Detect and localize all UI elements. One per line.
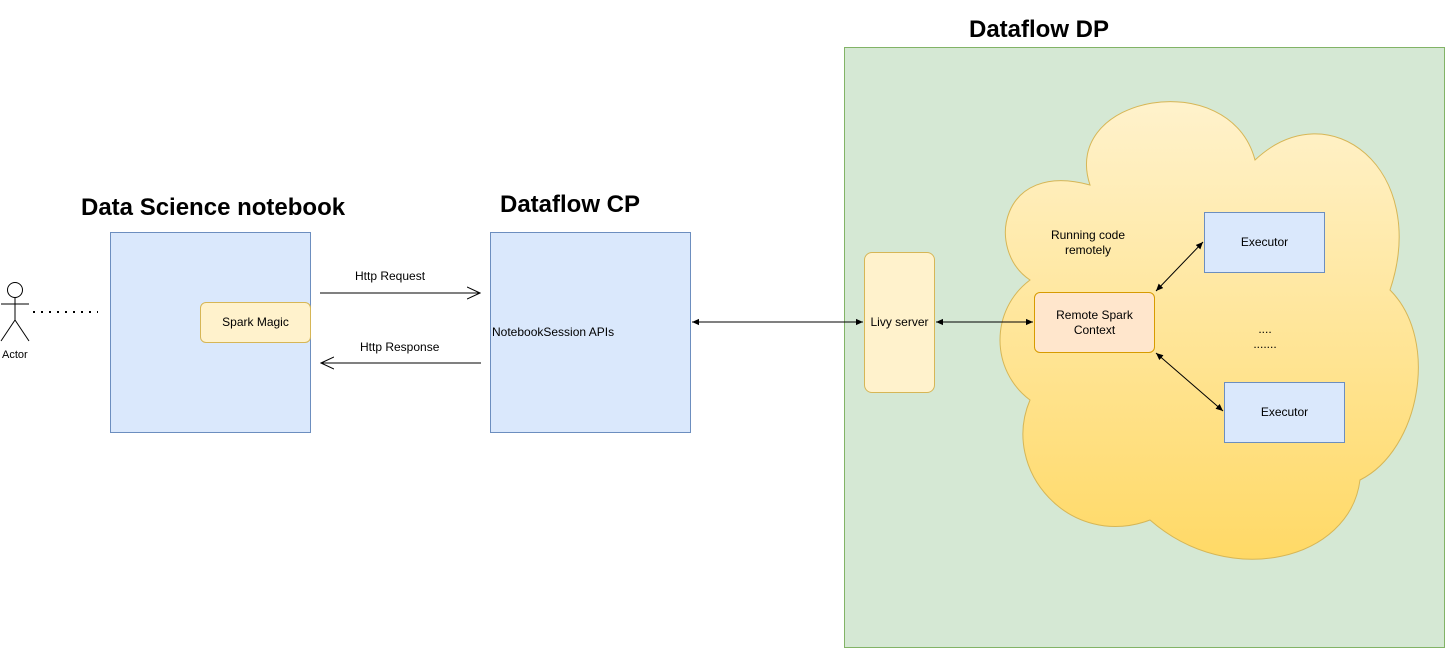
livy-server-label: Livy server <box>870 315 929 329</box>
dataflow-cp-box <box>490 232 691 433</box>
context-executor-top-arrow <box>1155 241 1204 292</box>
spark-magic-box: Spark Magic <box>200 302 311 343</box>
spark-magic-label: Spark Magic <box>222 315 289 329</box>
dataflow-dp-title: Dataflow DP <box>969 16 1110 43</box>
running-code-label: Running code remotely <box>1038 228 1138 258</box>
executor-top-label: Executor <box>1240 235 1289 249</box>
notebook-session-apis-label: NotebookSession APIs <box>492 325 615 339</box>
dataflow-cp-title: Dataflow CP <box>500 191 641 218</box>
remote-spark-context-line1: Remote Spark <box>1056 307 1133 322</box>
remote-spark-context-line2: Context <box>1073 322 1116 337</box>
http-response-label: Http Response <box>360 340 440 354</box>
running-code-line2: remotely <box>1064 243 1111 257</box>
executor-top-box: Executor <box>1204 212 1325 273</box>
context-executor-bottom-arrow <box>1155 352 1224 412</box>
executor-ellipsis: .... ....... <box>1240 322 1290 352</box>
ellipsis-line2: ....... <box>1253 337 1277 351</box>
actor-label: Actor <box>2 349 28 361</box>
notebook-title: Data Science notebook <box>81 194 346 221</box>
executor-bottom-box: Executor <box>1224 382 1345 443</box>
ellipsis-line1: .... <box>1258 322 1272 336</box>
executor-bottom-label: Executor <box>1260 405 1309 419</box>
actor-icon <box>0 282 30 342</box>
running-code-line1: Running code <box>1050 228 1126 242</box>
livy-server-box: Livy server <box>864 252 935 393</box>
remote-spark-context-box: Remote Spark Context <box>1034 292 1155 353</box>
http-request-label: Http Request <box>355 269 426 283</box>
